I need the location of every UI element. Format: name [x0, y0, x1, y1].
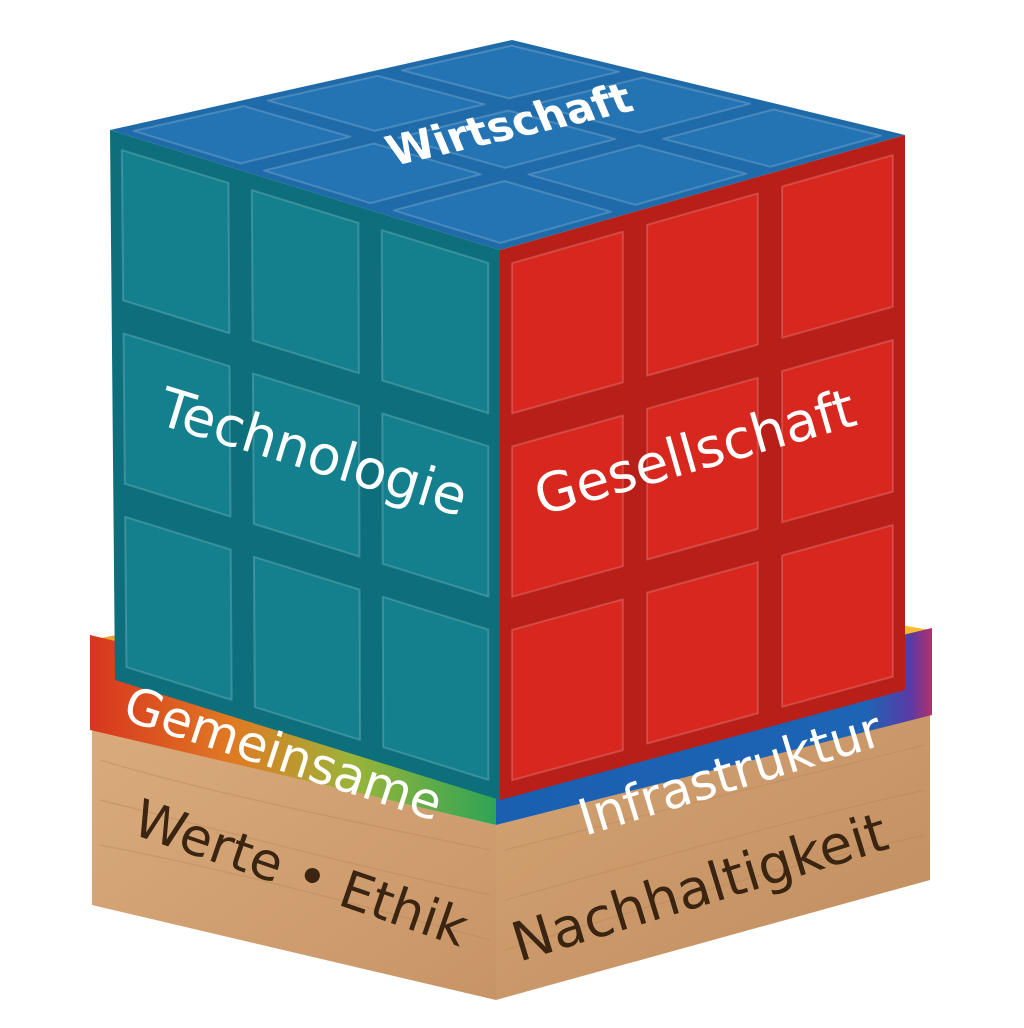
- right-face-cubie: [646, 376, 759, 561]
- left-face-cubie: [251, 372, 361, 558]
- wood-base-left-face: [92, 730, 496, 1000]
- left-face-cubie: [380, 229, 490, 415]
- right-face-cubie: [511, 598, 624, 782]
- top-face-cubie: [531, 76, 752, 134]
- right-face-cubie: [781, 524, 894, 708]
- top-face-cubie: [392, 180, 613, 244]
- right-face-cubie: [646, 192, 759, 377]
- wood-base-right-face: [496, 715, 930, 1000]
- top-face-cubie: [400, 44, 621, 100]
- left-face-cubie: [124, 515, 233, 701]
- top-face-cubie: [397, 109, 617, 169]
- left-face-cubie: [252, 555, 362, 741]
- wood-base: [92, 715, 930, 1000]
- top-face-cubie: [262, 142, 482, 205]
- top-face-cubie: [266, 74, 486, 132]
- rubiks-cube: [110, 40, 905, 800]
- left-face-cubie: [381, 412, 490, 598]
- right-face-cubie: [511, 230, 624, 415]
- left-face-cubie: [381, 595, 490, 781]
- right-face-cubie: [781, 339, 894, 524]
- top-face-cubie: [527, 144, 748, 206]
- top-face-cubie: [132, 105, 352, 165]
- left-face-cubie: [250, 189, 360, 375]
- right-face-cubie: [511, 414, 624, 598]
- top-face-cubie: [662, 108, 883, 168]
- left-face-cubie: [120, 149, 231, 335]
- left-face-cubie: [122, 332, 232, 518]
- right-face-cubie: [781, 154, 894, 339]
- right-face-cubie: [646, 561, 759, 745]
